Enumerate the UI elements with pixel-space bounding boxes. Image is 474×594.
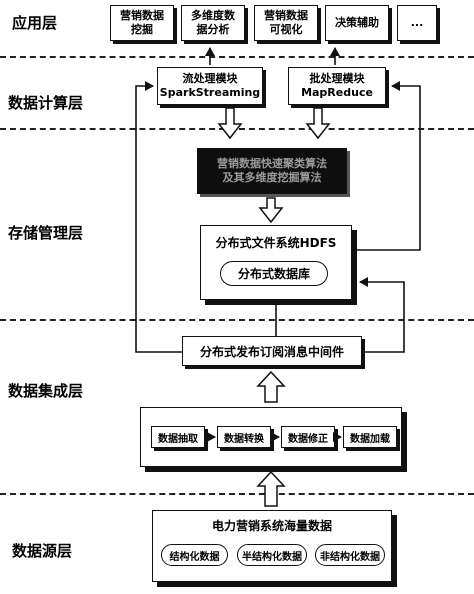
app-box-more: ... xyxy=(397,5,437,41)
layer-label-storage: 存储管理层 xyxy=(8,224,84,242)
message-middleware-label: 分布式发布订阅消息中间件 xyxy=(199,344,344,359)
layer-label-integration: 数据集成层 xyxy=(8,382,84,400)
hdfs-label: 分布式文件系统HDFS xyxy=(215,236,337,250)
layer-label-application: 应用层 xyxy=(12,14,58,32)
integration-to-middleware-arrow xyxy=(256,370,286,403)
load-label: 数据加载 xyxy=(350,433,390,445)
app-box-label: 营销数据 xyxy=(264,9,308,23)
app-box-multidim-analysis: 多维度数据分析 xyxy=(181,5,245,41)
semi-structured-data: 半结构化数据 xyxy=(237,544,307,566)
structured-data: 结构化数据 xyxy=(161,544,228,566)
distributed-database-label: 分布式数据库 xyxy=(237,267,310,281)
layer-divider xyxy=(0,56,474,58)
unstructured-data: 非结构化数据 xyxy=(315,544,385,566)
source-data-title: 电力营销系统海量数据 xyxy=(211,519,332,533)
app-box-marketing-mining: 营销数据挖掘 xyxy=(110,5,174,41)
middleware-to-stream-arrow xyxy=(135,81,182,353)
layer-divider xyxy=(0,319,474,321)
app-box-label: 决策辅助 xyxy=(335,16,379,30)
batch-processing-label: 批处理模块 xyxy=(309,72,365,86)
app-box-label: 可视化 xyxy=(269,23,303,36)
convert-box: 数据转换 xyxy=(217,426,271,448)
algorithm-box: 营销数据快速聚类算法及其多维度挖掘算法 xyxy=(197,148,347,194)
convert-label: 数据转换 xyxy=(224,433,264,445)
app-box-label: 营销数据 xyxy=(120,9,164,23)
app-box-label: 挖掘 xyxy=(131,23,153,36)
unstructured-data-label: 非结构化数据 xyxy=(320,551,380,563)
app-box-decision-support: 决策辅助 xyxy=(325,5,389,41)
layer-label-compute: 数据计算层 xyxy=(8,94,84,112)
load-box: 数据加载 xyxy=(343,426,397,448)
stream-to-algorithm-arrow xyxy=(217,107,243,140)
hdfs-to-batch-arrow xyxy=(352,81,421,251)
stream-processing-label: 流处理模块 xyxy=(182,72,238,86)
stream-processing-sublabel: SparkStreaming xyxy=(159,86,261,99)
layer-divider xyxy=(0,493,474,495)
semi-structured-data-label: 半结构化数据 xyxy=(242,551,302,563)
app-box-label: 多维度数 xyxy=(191,9,235,23)
source-to-integration-arrow xyxy=(256,470,286,507)
algorithm-label: 营销数据快速聚类算法 xyxy=(217,157,327,171)
app-box-label: ... xyxy=(410,16,424,30)
hdfs-box: 分布式文件系统HDFS 分布式数据库 xyxy=(200,225,352,300)
structured-data-label: 结构化数据 xyxy=(169,551,220,563)
algorithm-sublabel: 及其多维度挖掘算法 xyxy=(222,171,322,184)
layer-label-source: 数据源层 xyxy=(12,542,73,560)
batch-processing-sublabel: MapReduce xyxy=(301,86,373,99)
distributed-database: 分布式数据库 xyxy=(220,261,328,286)
batch-to-algorithm-arrow xyxy=(305,107,331,140)
extract-label: 数据抽取 xyxy=(158,433,198,445)
middleware-to-hdfs-arrow xyxy=(359,277,405,353)
correct-label: 数据修正 xyxy=(288,433,328,445)
app-box-visualization: 营销数据可视化 xyxy=(254,5,318,41)
extract-box: 数据抽取 xyxy=(151,426,205,448)
source-data-box: 电力营销系统海量数据 结构化数据 半结构化数据 非结构化数据 xyxy=(152,510,392,582)
algorithm-to-hdfs-arrow xyxy=(258,197,284,224)
message-middleware-box: 分布式发布订阅消息中间件 xyxy=(182,336,362,366)
app-box-label: 据分析 xyxy=(196,23,230,36)
